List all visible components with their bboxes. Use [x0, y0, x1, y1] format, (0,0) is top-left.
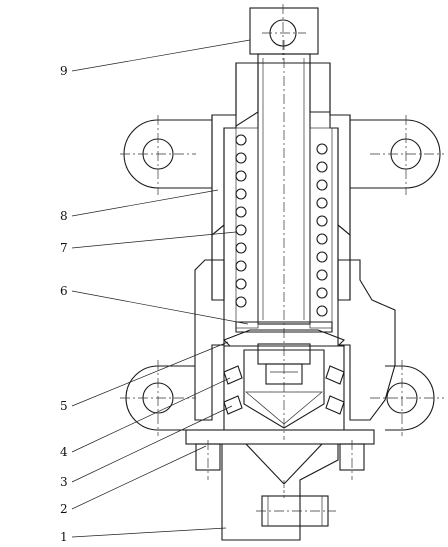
leader-8: [71, 189, 219, 217]
label-4: 4: [60, 445, 68, 459]
label-2: 2: [60, 502, 68, 516]
leader-1: [71, 527, 227, 538]
bottom-connector: [221, 443, 339, 541]
upper-flange-ears: [120, 115, 444, 195]
seal-rings: [223, 365, 345, 415]
label-1: 1: [60, 530, 68, 544]
leader-2: [71, 445, 207, 510]
spring: [235, 127, 333, 329]
middle-body: [194, 223, 396, 421]
leader-4: [71, 377, 231, 453]
top-eye: [249, 4, 319, 60]
leader-6: [71, 290, 249, 325]
lower-flange-ears: [120, 360, 444, 436]
label-9: 9: [60, 64, 68, 78]
seat-plate: [185, 429, 375, 480]
label-8: 8: [60, 209, 68, 223]
leader-9: [71, 39, 251, 72]
leader-5: [71, 341, 229, 407]
upper-body: [211, 62, 351, 301]
label-5: 5: [60, 399, 68, 413]
leader-7: [71, 231, 237, 249]
label-3: 3: [60, 475, 68, 489]
leader-lines: [71, 39, 251, 538]
leader-3: [71, 405, 233, 483]
label-6: 6: [60, 284, 68, 298]
part-labels: 9 8 7 6 5 4 3 2 1: [60, 64, 68, 544]
label-7: 7: [60, 241, 68, 255]
